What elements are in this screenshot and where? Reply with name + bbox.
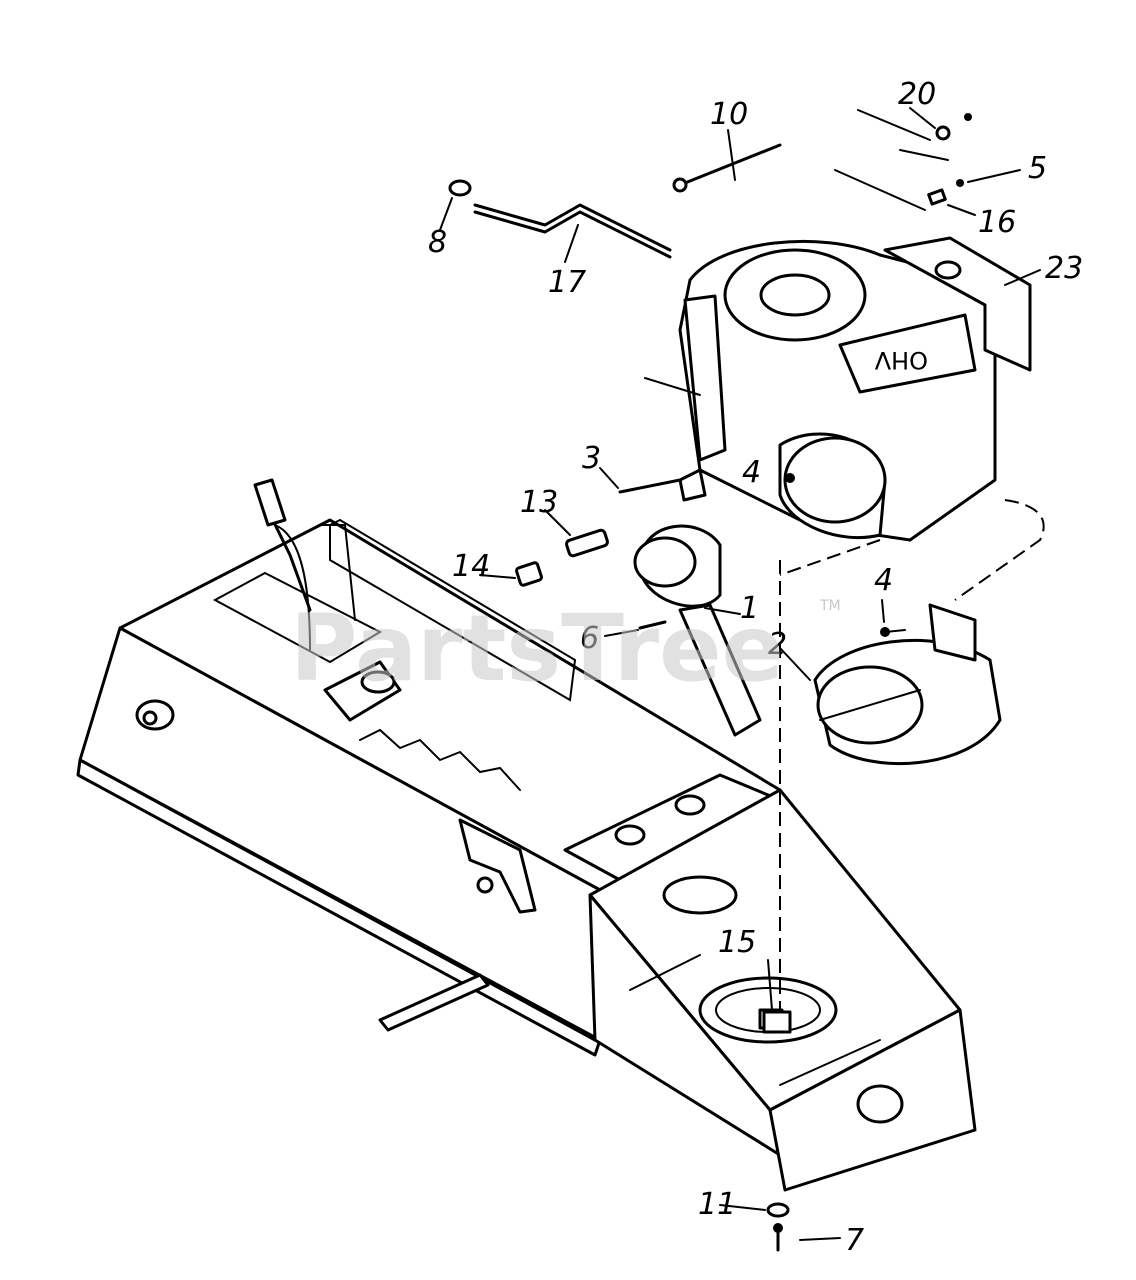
callout-4-guard: 4: [874, 563, 893, 598]
callout-13: 13: [520, 485, 558, 520]
callout-8: 8: [428, 225, 447, 260]
engine-mount-box: [588, 788, 977, 1192]
callout-labels: 1 2 3 4 4 5 6 7 8 10 11 13 14 15 16 17 2…: [428, 77, 1083, 1258]
watermark-text: PartsTree: [290, 595, 784, 702]
callout-5: 5: [1028, 151, 1047, 186]
belt-guard: [813, 603, 1002, 766]
alignment-lines: [779, 499, 1045, 1012]
small-parts: [448, 109, 972, 1252]
callout-2: 2: [768, 627, 787, 662]
callout-11: 11: [698, 1187, 736, 1222]
watermark: PartsTree TM: [290, 595, 841, 702]
callout-1: 1: [740, 591, 759, 626]
callout-6: 6: [580, 621, 599, 656]
engine-ohv-label: OHV: [874, 346, 928, 374]
callout-23: 23: [1045, 251, 1083, 286]
callout-20: 20: [898, 77, 936, 112]
callout-16: 16: [978, 205, 1016, 240]
engine: OHV: [644, 236, 1032, 542]
callout-15: 15: [718, 925, 756, 960]
callout-14: 14: [452, 549, 490, 584]
callout-10: 10: [710, 97, 748, 132]
frame-assembly: [76, 478, 782, 1057]
callout-3: 3: [582, 441, 601, 476]
callout-7: 7: [845, 1223, 864, 1258]
muffler: [633, 524, 762, 737]
callout-4-engine: 4: [742, 455, 761, 490]
watermark-tm: TM: [819, 598, 841, 614]
leader-lines: [439, 107, 1041, 1241]
callout-17: 17: [548, 265, 586, 300]
